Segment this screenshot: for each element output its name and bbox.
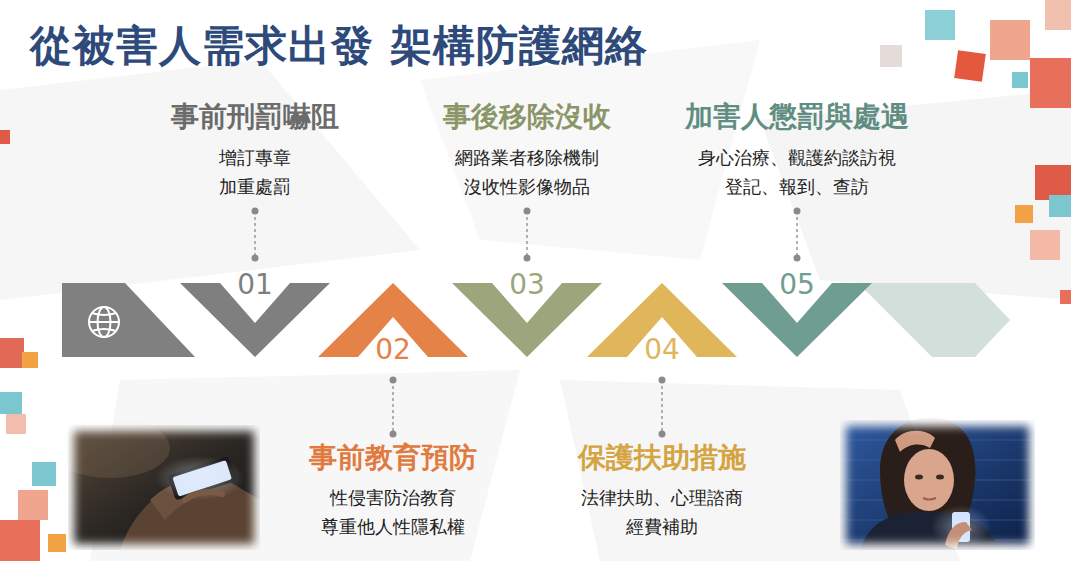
step-description: 身心治療、觀護約談訪視 登記、報到、查訪 bbox=[687, 143, 907, 201]
leader-dot bbox=[659, 431, 666, 438]
leader-line bbox=[254, 211, 256, 258]
step-heading: 加害人懲罰與處遇 bbox=[661, 99, 933, 135]
chevron-shape bbox=[119, 95, 391, 365]
step-node: 05 加害人懲罰與處遇身心治療、觀護約談訪視 登記、報到、查訪 bbox=[661, 95, 933, 365]
chevron-shape bbox=[661, 95, 933, 365]
leader-dot bbox=[390, 431, 397, 438]
leader-dot bbox=[524, 208, 531, 215]
leader-dot bbox=[794, 255, 801, 262]
step-number: 01 bbox=[119, 271, 391, 299]
step-description: 性侵害防治教育 尊重他人性隱私權 bbox=[308, 483, 478, 541]
leader-dot bbox=[524, 255, 531, 262]
step-description: 法律扶助、心理諮商 經費補助 bbox=[570, 483, 755, 541]
leader-dot bbox=[252, 255, 259, 262]
leader-dot bbox=[659, 377, 666, 384]
step-number: 03 bbox=[391, 271, 663, 299]
step-heading: 事後移除沒收 bbox=[391, 99, 663, 135]
step-description: 網路業者移除機制 沒收性影像物品 bbox=[442, 143, 612, 201]
step-number: 02 bbox=[257, 336, 529, 364]
step-description: 增訂專章 加重處罰 bbox=[200, 143, 310, 201]
step-heading: 保護扶助措施 bbox=[526, 440, 798, 476]
diagram-title: 從被害人需求出發 架構防護網絡 bbox=[30, 18, 648, 74]
leader-line bbox=[661, 380, 663, 434]
step-heading: 事前教育預防 bbox=[257, 440, 529, 476]
leader-dot bbox=[252, 208, 259, 215]
leader-line bbox=[796, 211, 798, 258]
step-node: 01 事前刑罰嚇阻增訂專章 加重處罰 bbox=[119, 95, 391, 365]
step-number: 04 bbox=[526, 336, 798, 364]
leader-line bbox=[526, 211, 528, 258]
step-heading: 事前刑罰嚇阻 bbox=[119, 99, 391, 135]
leader-dot bbox=[390, 377, 397, 384]
leader-line bbox=[392, 380, 394, 434]
step-number: 05 bbox=[661, 271, 933, 299]
leader-dot bbox=[794, 208, 801, 215]
